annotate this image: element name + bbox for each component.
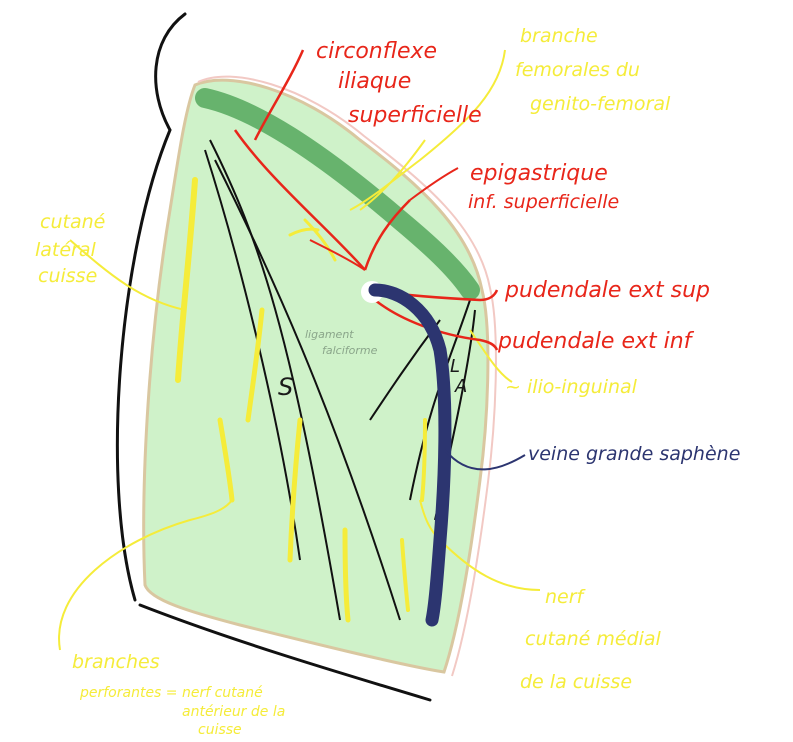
label-perforantes-4: cuisse — [198, 722, 242, 738]
label-s: S — [278, 373, 293, 401]
label-nerf-1: nerf — [545, 586, 587, 608]
label-veine: veine grande saphène — [528, 443, 740, 465]
label-epigastrique-2: inf. superficielle — [468, 191, 619, 213]
label-epigastrique-1: epigastrique — [470, 161, 608, 186]
label-nerf-3: de la cuisse — [520, 671, 632, 693]
label-perforantes-1: branches — [72, 651, 160, 673]
label-ligament-2: falciforme — [322, 344, 378, 357]
label-cutane-lateral-1: cutané — [40, 211, 105, 233]
label-a: A — [454, 376, 467, 397]
label-nerf-2: cutané médial — [525, 628, 662, 650]
label-branche-1: branche — [520, 25, 598, 47]
label-perforantes-2: perforantes = nerf cutané — [79, 685, 263, 701]
label-ligament-1: ligament — [305, 328, 354, 341]
label-circonflexe-2: iliaque — [338, 69, 411, 94]
label-branche-3: genito-femoral — [530, 93, 671, 115]
label-circonflexe-3: superficielle — [348, 103, 482, 128]
label-pudendale-sup: pudendale ext sup — [504, 278, 710, 303]
label-pudendale-inf: pudendale ext inf — [497, 329, 695, 354]
label-cutane-lateral-3: cuisse — [38, 265, 97, 287]
label-perforantes-3: antérieur de la — [182, 704, 285, 720]
label-branche-2: femorales du — [515, 59, 640, 81]
label-l: L — [450, 356, 460, 377]
label-circonflexe-1: circonflexe — [316, 39, 437, 64]
label-ilio-inguinal: ~ ilio-inguinal — [505, 376, 638, 398]
label-cutane-lateral-2: latéral — [35, 239, 97, 261]
